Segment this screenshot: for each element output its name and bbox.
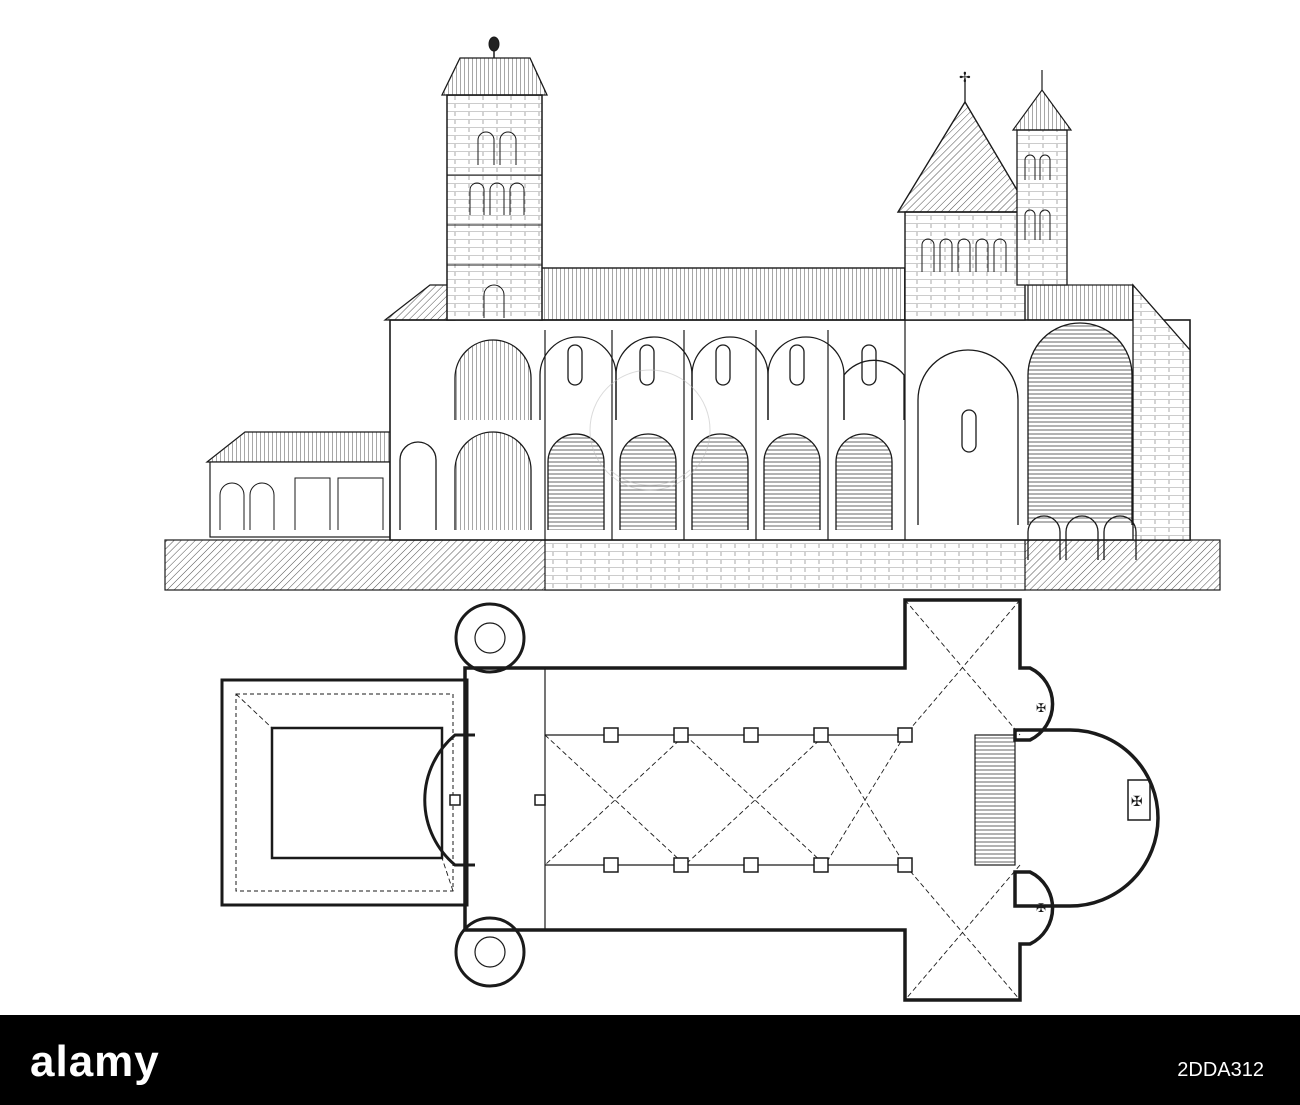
svg-text:✠: ✠ [1036,901,1046,915]
footer-bar: alamy 2DDA312 [0,1015,1300,1105]
svg-text:✢: ✢ [959,70,971,86]
engraving-illustration: ✢ [164,36,1221,1002]
alamy-logo: alamy [30,1037,160,1086]
church-section-view: ✢ [164,36,1221,591]
svg-text:✠: ✠ [1131,794,1143,810]
svg-text:✠: ✠ [1036,701,1046,715]
church-floor-plan: ✠ ✠ ✠ [220,598,1160,1002]
image-id-label: 2DDA312 [1177,1059,1264,1081]
